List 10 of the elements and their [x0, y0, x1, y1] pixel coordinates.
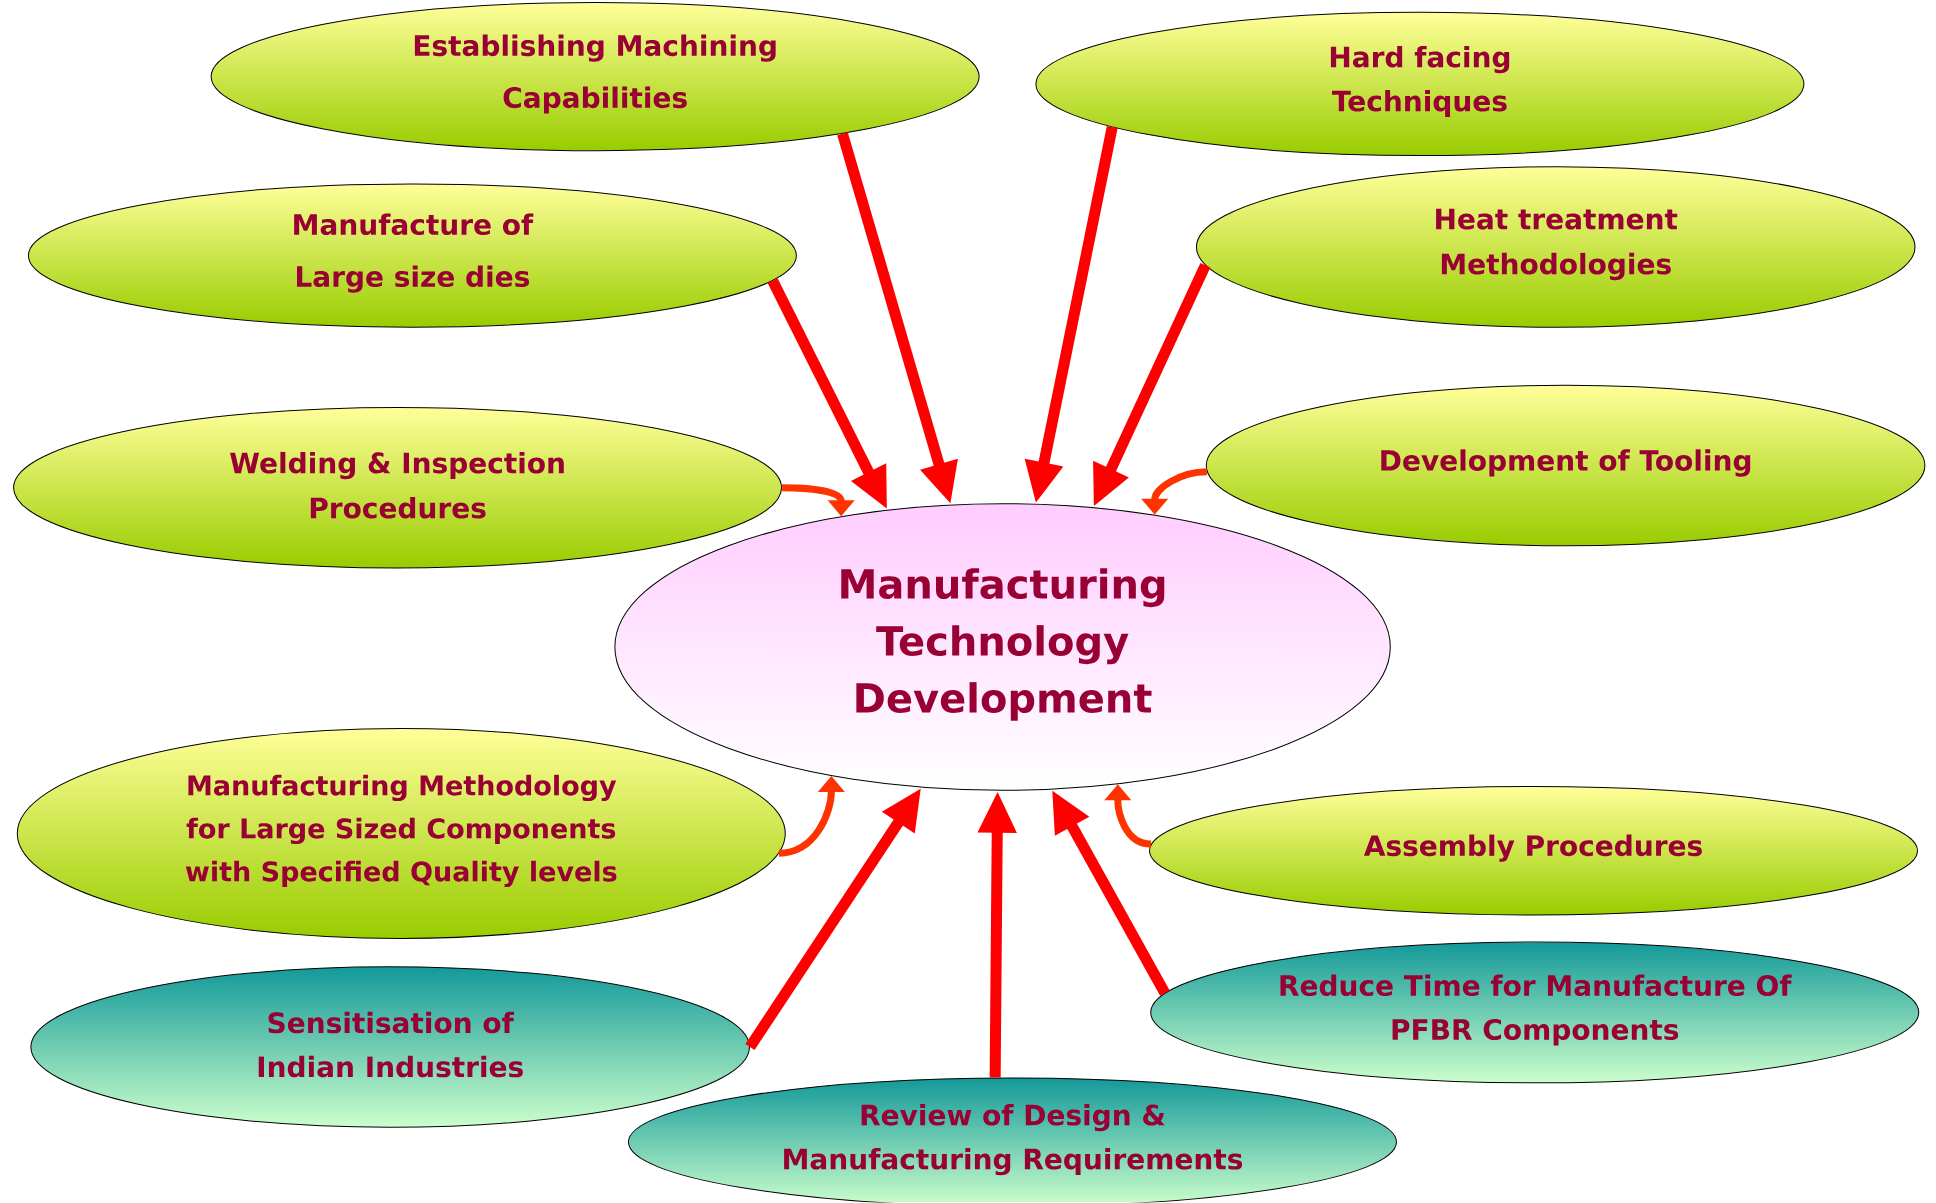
- ellipse-node: Hard facing Techniques: [1035, 12, 1805, 157]
- ellipse-node: Manufacturing Methodology for Large Sized Components with Specified Quality levels: [16, 728, 786, 940]
- ellipse-node: Welding & Inspection Procedures: [13, 407, 783, 569]
- ellipse-node: Development of Tooling: [1205, 384, 1926, 547]
- ellipse-node: Sensitisation of Indian Industries: [30, 966, 750, 1128]
- ellipse-node: Assembly Procedures: [1149, 786, 1918, 916]
- ellipse-node: Manufacture of Large size dies: [27, 183, 797, 328]
- ellipse-node: Reduce Time for Manufacture Of PFBR Components: [1150, 941, 1920, 1084]
- ellipse-node: Heat treatment Methodologies: [1195, 166, 1916, 328]
- ellipse-node: Establishing Machining Capabilities: [210, 2, 980, 152]
